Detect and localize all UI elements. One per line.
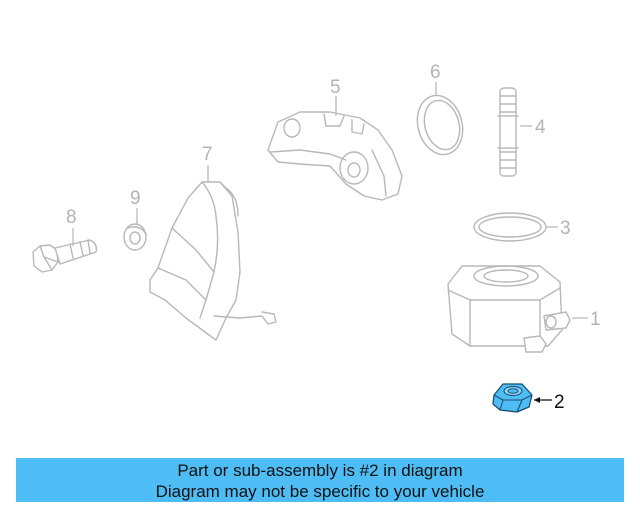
banner-line-part: Part or sub-assembly is #2 in diagram [177, 461, 463, 480]
callout-8: 8 [66, 207, 77, 228]
callout-5: 5 [330, 77, 341, 98]
part-6-o-ring[interactable] [411, 90, 469, 159]
parts-diagram: 8 9 7 5 6 4 [32, 62, 601, 413]
part-2-hex-nut[interactable] [492, 383, 533, 413]
part-3-gasket[interactable] [473, 212, 547, 242]
callout-2: 2 [554, 392, 565, 413]
part-7-shield[interactable] [149, 181, 277, 341]
callout-6: 6 [430, 62, 441, 83]
banner-line-disclaimer: Diagram may not be specific to your vehi… [155, 482, 485, 501]
callout-1: 1 [590, 309, 601, 330]
callout-3: 3 [560, 218, 571, 239]
part-4-tube[interactable] [497, 87, 519, 177]
part-8-bolt[interactable] [32, 239, 98, 273]
info-banner: Part or sub-assembly is #2 in diagram Di… [16, 458, 624, 502]
part-9-washer[interactable] [123, 223, 147, 251]
callout-7: 7 [202, 144, 213, 165]
part-5-filter-housing[interactable] [267, 111, 403, 201]
part-1-oil-cooler[interactable] [447, 265, 571, 353]
callout-4: 4 [535, 117, 546, 138]
callout-9: 9 [130, 188, 141, 209]
